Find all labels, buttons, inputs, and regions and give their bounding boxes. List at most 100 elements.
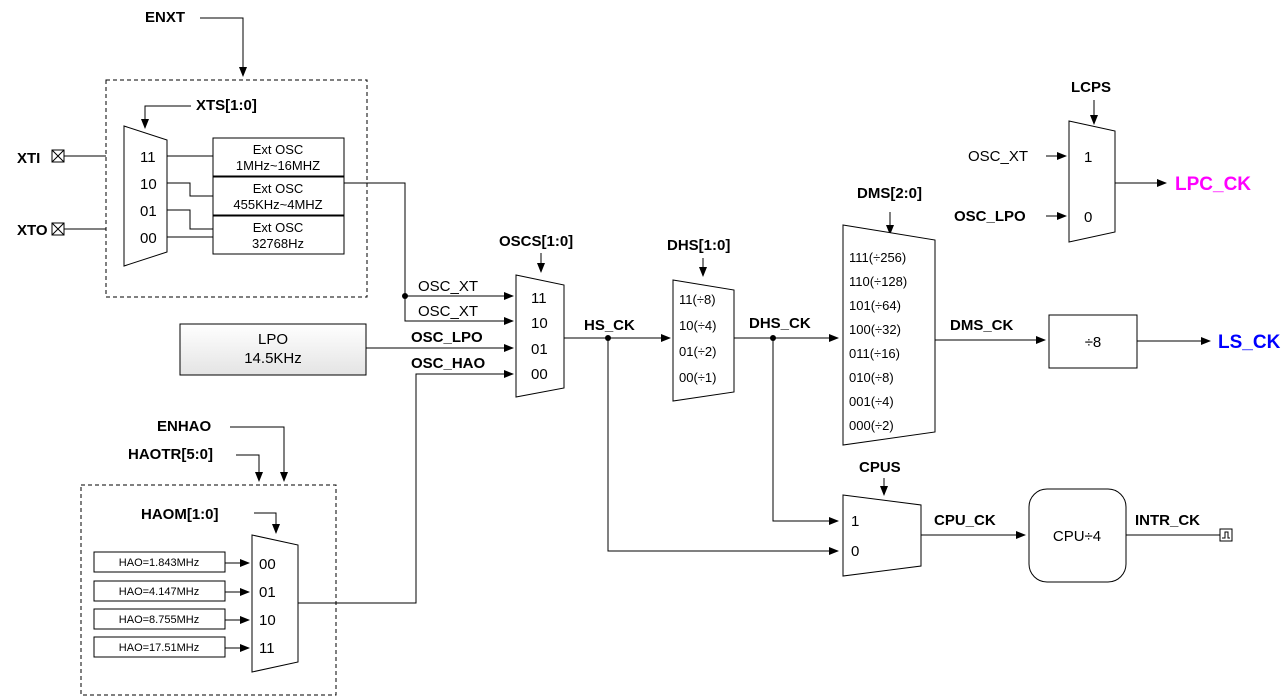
dms-opt-3: 100(÷32)	[849, 322, 901, 337]
xti-pin-icon	[51, 149, 65, 163]
hs-ck-to-cpus-wire	[607, 338, 839, 555]
ext-osc-box-1	[212, 137, 345, 177]
osc-xt-wire-10	[404, 296, 514, 325]
hao-osc-2-label: HAO=4.147MHz	[119, 586, 199, 598]
ext-osc-box-2	[212, 176, 345, 216]
haom-wire	[254, 512, 280, 534]
enhao-label: ENHAO	[157, 418, 212, 435]
div8-label: ÷8	[1085, 334, 1102, 351]
oscs-mux	[515, 274, 565, 398]
ext-osc-3-line2: 32768Hz	[252, 236, 304, 251]
lcps-osc-lpo-label: OSC_LPO	[954, 208, 1026, 225]
dms-opt-1: 110(÷128)	[849, 274, 907, 289]
xts-mux-input-wires	[167, 155, 213, 238]
haom-mux	[251, 534, 299, 673]
dhs-ck-to-cpus-wire	[772, 338, 839, 525]
ext-osc-2-line1: Ext OSC	[253, 181, 304, 196]
lpc-ck-label: LPC_CK	[1175, 174, 1251, 195]
ext-osc-3-line1: Ext OSC	[253, 220, 304, 235]
dhs-label: DHS[1:0]	[667, 237, 730, 254]
xts-label: XTS[1:0]	[196, 97, 257, 114]
haotr-wire	[236, 454, 263, 482]
dhs-opt-2: 01(÷2)	[679, 344, 716, 359]
hs-ck-label: HS_CK	[584, 317, 635, 334]
xto-label: XTO	[17, 222, 48, 239]
hao-osc-3-label: HAO=8.755MHz	[119, 614, 199, 626]
osc-hao-wire	[298, 370, 514, 604]
dhs-opt-0: 11(÷8)	[679, 292, 716, 307]
haom-mux-in-1: 01	[259, 584, 276, 601]
hao-osc-4-label: HAO=17.51MHz	[119, 642, 199, 654]
lcps-mux	[1068, 120, 1116, 243]
ls-ck-label: LS_CK	[1218, 332, 1281, 353]
osc-xt-wire-11	[344, 182, 514, 300]
lcps-mux-in-1: 0	[1084, 209, 1092, 226]
haom-mux-in-0: 00	[259, 556, 276, 573]
xto-pin-icon	[51, 222, 65, 236]
oscs-mux-in-1: 10	[531, 315, 548, 332]
dms-opt-7: 000(÷2)	[849, 418, 894, 433]
lcps-label: LCPS	[1071, 79, 1111, 96]
hao-osc-box-4	[93, 636, 226, 658]
oscs-mux-in-0: 11	[531, 290, 547, 307]
ext-osc-1-line1: Ext OSC	[253, 142, 304, 157]
osc-hao-label: OSC_HAO	[411, 355, 486, 372]
xts-mux	[123, 125, 168, 267]
div8-box	[1048, 314, 1138, 369]
enxt-label: ENXT	[145, 9, 185, 26]
enxt-wire	[200, 17, 247, 77]
osc-xt-label-a: OSC_XT	[418, 278, 478, 295]
oscs-mux-in-2: 01	[531, 341, 548, 358]
xti-label: XTI	[17, 150, 40, 167]
cpus-mux	[842, 494, 922, 577]
ext-osc-enclosure	[105, 79, 368, 298]
dms-opt-6: 001(÷4)	[849, 394, 894, 409]
xts-mux-in-1: 10	[140, 176, 157, 193]
haom-label: HAOM[1:0]	[141, 506, 219, 523]
lpo-box	[179, 323, 367, 376]
cpus-mux-in-0: 1	[851, 513, 859, 530]
oscs-mux-in-3: 00	[531, 366, 548, 383]
xts-mux-in-0: 11	[140, 149, 156, 166]
cpus-mux-in-1: 0	[851, 543, 859, 560]
osc-lpo-label: OSC_LPO	[411, 329, 483, 346]
dms-ck-label: DMS_CK	[950, 317, 1014, 334]
dms-divider	[842, 224, 936, 446]
xts-mux-in-3: 00	[140, 230, 157, 247]
cpus-label: CPUS	[859, 459, 901, 476]
ext-osc-1-line2: 1MHz~16MHZ	[236, 158, 320, 173]
dms-opt-0: 111(÷256)	[849, 250, 906, 265]
dhs-divider	[672, 279, 735, 402]
dms-opt-2: 101(÷64)	[849, 298, 901, 313]
hao-enclosure	[80, 484, 337, 696]
dhs-opt-3: 00(÷1)	[679, 370, 716, 385]
lpo-line1: LPO	[258, 331, 288, 348]
xts-wire	[141, 105, 191, 129]
hao-osc-box-1	[93, 551, 226, 573]
lpo-line2: 14.5KHz	[244, 350, 302, 367]
dms-label: DMS[2:0]	[857, 185, 922, 202]
intr-ck-label: INTR_CK	[1135, 512, 1200, 529]
cpu-ck-label: CPU_CK	[934, 512, 996, 529]
oscs-label: OSCS[1:0]	[499, 233, 573, 250]
dhs-opt-1: 10(÷4)	[679, 318, 716, 333]
dms-opt-5: 010(÷8)	[849, 370, 894, 385]
enhao-wire	[230, 426, 288, 482]
dms-opt-4: 011(÷16)	[849, 346, 900, 361]
ext-osc-2-line2: 455KHz~4MHZ	[233, 197, 322, 212]
hao-osc-box-2	[93, 580, 226, 602]
hao-osc-box-3	[93, 608, 226, 630]
xts-mux-in-2: 01	[140, 203, 157, 220]
lcps-osc-xt-label: OSC_XT	[968, 148, 1028, 165]
lcps-mux-in-0: 1	[1084, 149, 1092, 166]
haotr-label: HAOTR[5:0]	[128, 446, 213, 463]
haom-mux-in-2: 10	[259, 612, 276, 629]
cpu-div-label: CPU÷4	[1053, 528, 1101, 545]
ext-osc-box-3	[212, 215, 345, 255]
osc-xt-label-b: OSC_XT	[418, 303, 478, 320]
hao-osc-1-label: HAO=1.843MHz	[119, 557, 199, 569]
dhs-ck-label: DHS_CK	[749, 315, 811, 332]
clock-pin-icon	[1219, 528, 1233, 542]
haom-mux-in-3: 11	[259, 640, 275, 657]
